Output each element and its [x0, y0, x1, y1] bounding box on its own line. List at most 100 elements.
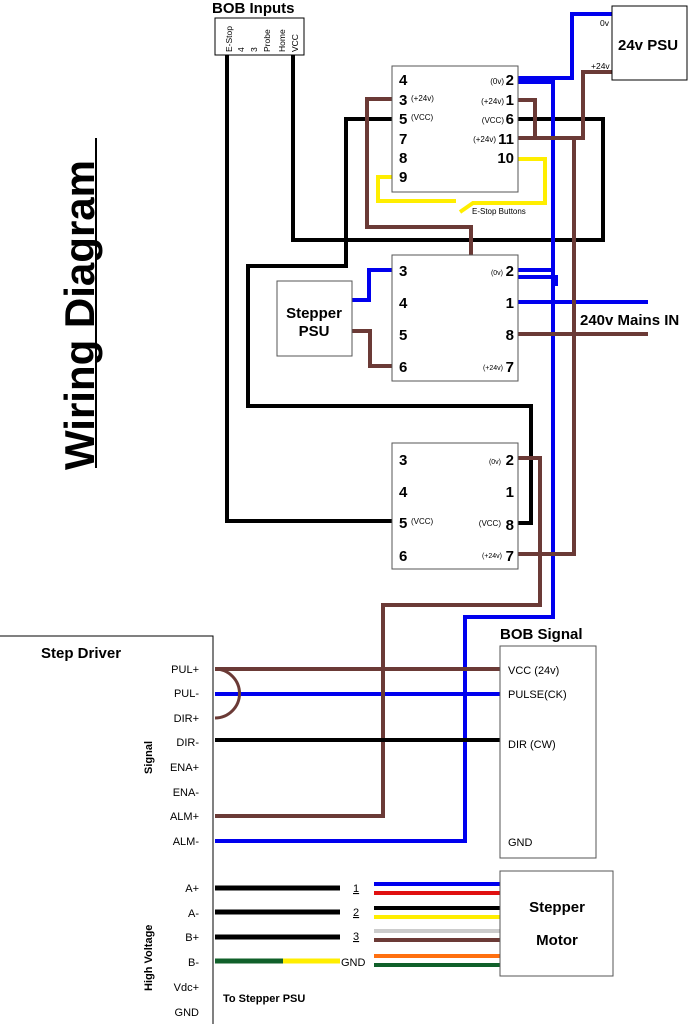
wire-vcc-relay1-5-to-relay3-8: [246, 117, 533, 525]
relay-1-pin: 5: [399, 111, 407, 128]
psu-24v-title: 24v PSU: [618, 37, 678, 54]
relay-1-right-pins: 2 (0v) 1 (+24v) 6 (VCC) 11 (+24v) 10: [473, 72, 514, 167]
relay-1-pin: 1: [506, 92, 514, 109]
relay-2-pin: 8: [506, 327, 514, 344]
driver-pin: PUL-: [174, 688, 199, 700]
relay-3-pin: 2: [506, 452, 514, 469]
motor-pair-label: GND: [341, 957, 366, 969]
relay-3-pin: 3: [399, 452, 407, 469]
bob-input-pin: Home: [277, 29, 287, 52]
relay-3-pin-note: (0v): [489, 459, 501, 466]
wire-24v-psu: [516, 70, 612, 140]
relay-2-pin: 1: [506, 295, 514, 312]
relay-2-right-pins: 2 (0v) 1 8 7 (+24v): [483, 263, 514, 376]
bob-signal-pin: VCC (24v): [508, 665, 559, 677]
relay-1-pin: 2: [506, 72, 514, 89]
driver-pin: ALM+: [170, 811, 199, 823]
stepper-psu-line1: Stepper: [286, 305, 342, 322]
driver-pin: ENA+: [170, 762, 199, 774]
relay-1-pin-note: (+24v): [481, 97, 504, 106]
motor-pair-labels: 1 2 3 GND: [341, 883, 366, 969]
relay-3-pin: 6: [399, 548, 407, 565]
hv-pins: A+ A- B+ B- Vdc+ GND: [174, 883, 200, 1019]
relay-2-pin: 5: [399, 327, 407, 344]
driver-pin: DIR-: [176, 737, 199, 749]
relay-1-pin: 6: [506, 111, 514, 128]
relay-1-pin-note: (VCC): [411, 113, 434, 122]
relay-2-box: [391, 254, 519, 382]
relay-2-pin: 2: [506, 263, 514, 280]
relay-1-pin: 10: [497, 150, 514, 167]
bob-input-pin: 4: [236, 47, 246, 52]
driver-pin: A+: [185, 883, 199, 895]
wire-24v-down-to-relay3-7: [516, 138, 576, 556]
bob-input-pin: VCC: [290, 34, 300, 52]
relay-1-pin-note: (VCC): [482, 116, 505, 125]
bob-input-pin: 3: [249, 47, 259, 52]
driver-pin: DIR+: [174, 713, 199, 725]
bob-input-pin: E-Stop: [224, 26, 234, 52]
relay-3-pin-note: (VCC): [479, 519, 502, 528]
mains-in-label: 240v Mains IN: [580, 312, 679, 329]
motor-pair-label: 2: [353, 907, 359, 919]
to-stepper-psu-label: To Stepper PSU: [223, 993, 305, 1005]
wire-0v-relay2-2b: [516, 275, 558, 286]
relay-1-box: [391, 65, 519, 193]
signal-pins: PUL+ PUL- DIR+ DIR- ENA+ ENA- ALM+ ALM-: [170, 664, 199, 848]
relay-2-pin-note: (+24v): [483, 365, 503, 372]
motor-pair-label: 3: [353, 931, 359, 943]
psu-24v-label: +24v: [591, 61, 610, 71]
relay-1-pin: 3: [399, 92, 407, 109]
relay-2-pin: 6: [399, 359, 407, 376]
driver-pin: B-: [188, 957, 199, 969]
bob-input-pin: Probe: [262, 29, 272, 52]
relay-3-box: [391, 442, 519, 570]
psu-24v-box: [611, 5, 688, 81]
bob-inputs-pins: E-Stop 4 3 Probe Home VCC: [224, 26, 300, 52]
motor-pair-label: 1: [353, 883, 359, 895]
psu-0v-label: 0v: [600, 18, 610, 28]
wire-stepper-psu-to-relay2-6: [352, 329, 392, 368]
relay-1-pin: 8: [399, 150, 407, 167]
relay-3-pin-note: (VCC): [411, 517, 434, 526]
motor-line2: Motor: [536, 932, 578, 949]
relay-2-pin: 3: [399, 263, 407, 280]
wire-estop-buttons: [376, 157, 547, 214]
wire-pul-dir-jumper: [214, 667, 241, 720]
signal-group-label: Signal: [143, 741, 155, 774]
relay-1-pin: 7: [399, 131, 407, 148]
motor-line1: Stepper: [529, 899, 585, 916]
stepper-psu-box: [276, 280, 353, 357]
driver-pin: ALM-: [173, 836, 200, 848]
title-group: Wiring Diagram: [56, 138, 103, 470]
driver-pin: PUL+: [171, 664, 199, 676]
bob-signal-box: [499, 645, 597, 859]
bob-inputs-title: BOB Inputs: [212, 0, 295, 17]
step-driver-box: [0, 635, 214, 1024]
relay-3-left-pins: 3 4 5 (VCC) 6: [399, 452, 434, 565]
wire-stepper-psu-to-relay2-3: [352, 268, 392, 302]
wire-0v-bus: [215, 80, 555, 843]
relay-2-pin-note: (0v): [491, 270, 503, 277]
driver-pin: A-: [188, 908, 199, 920]
driver-pin: ENA-: [173, 787, 200, 799]
wire-relay3-2-to-alm: [215, 456, 542, 818]
relay-3-pin: 5: [399, 515, 407, 532]
relay-3-pin: 1: [506, 484, 514, 501]
bob-signal-pin: GND: [508, 837, 533, 849]
relay-2-pin: 7: [506, 359, 514, 376]
driver-pin: B+: [185, 932, 199, 944]
wire-estop-to-relay3-5: [225, 55, 392, 523]
relay-1-pin: 4: [399, 72, 408, 89]
relay-2-pin: 4: [399, 295, 408, 312]
relay-1-pin-note: (+24v): [473, 135, 496, 144]
bob-signal-title: BOB Signal: [500, 626, 583, 643]
bob-signal-pin: PULSE(CK): [508, 689, 567, 701]
relay-1-pin: 9: [399, 169, 407, 186]
estop-buttons-label: E-Stop Buttons: [472, 207, 526, 216]
relay-1-pin-note: (0v): [490, 77, 504, 86]
relay-1-left-pins: 4 3 (+24v) 5 (VCC) 7 8 9: [399, 72, 434, 186]
relay-3-pin: 7: [506, 548, 514, 565]
wire-vcc-bob-to-relay1-6: [291, 55, 605, 242]
